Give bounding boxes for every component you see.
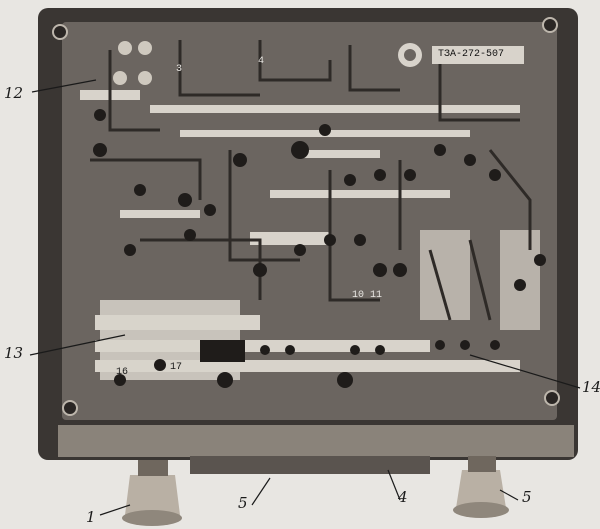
knob-right xyxy=(453,456,509,518)
component-block xyxy=(200,340,245,362)
board-mark-17: 17 xyxy=(170,362,183,373)
front-panel-strip xyxy=(58,425,574,457)
board-mark-11: 11 xyxy=(370,290,383,301)
connector-block xyxy=(190,456,430,474)
callout-5-left: 5 xyxy=(238,494,248,512)
leader-lines xyxy=(29,79,581,516)
callout-1: 1 xyxy=(86,508,96,526)
dark-traces xyxy=(90,40,532,321)
plate-code: ТЗА-272-507 xyxy=(438,49,505,60)
knob-left xyxy=(122,460,182,526)
callout-4: 4 xyxy=(398,488,408,506)
board-mark-4: 4 xyxy=(258,56,265,67)
board-mark-16: 16 xyxy=(116,367,129,378)
callout-12: 12 xyxy=(4,84,24,102)
board-mark-3: 3 xyxy=(176,64,183,75)
callout-5-right: 5 xyxy=(522,488,532,506)
callout-13: 13 xyxy=(4,344,24,362)
capacitors xyxy=(113,41,152,85)
callout-14: 14 xyxy=(582,378,600,396)
board-mark-10: 10 xyxy=(352,290,365,301)
mounting-screws xyxy=(52,17,560,416)
plate-background xyxy=(432,46,524,64)
solder-pads xyxy=(93,109,546,388)
